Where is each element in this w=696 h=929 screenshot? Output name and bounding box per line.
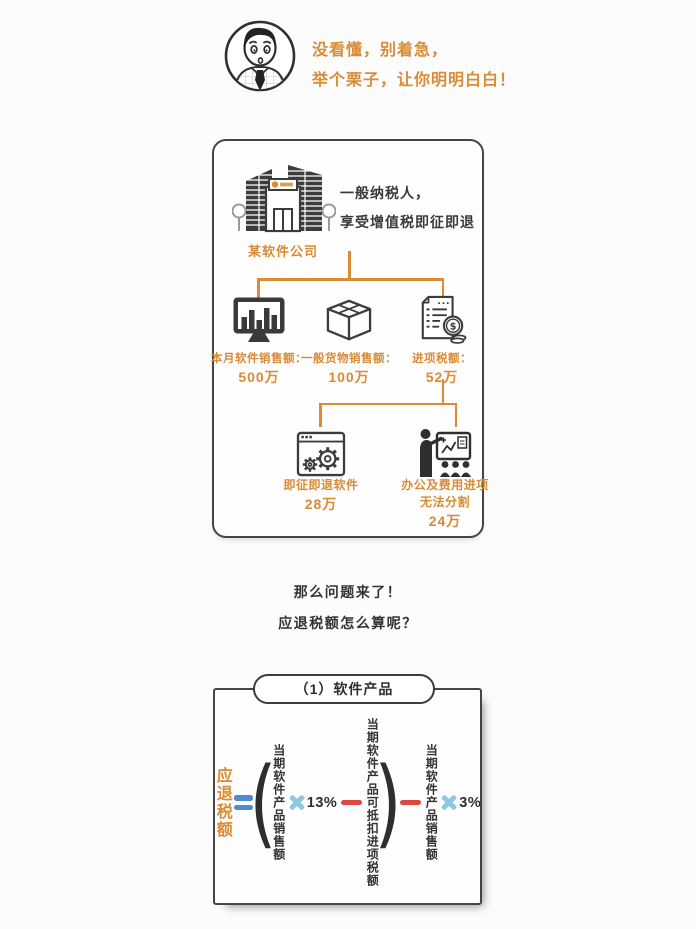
formula-result-label: 应退税额 xyxy=(213,766,231,839)
branch-label: 一般货物销售额： xyxy=(301,353,397,365)
software-window-gears-icon xyxy=(251,429,391,477)
cartoon-man-avatar xyxy=(224,20,296,92)
branch-value: 500万 xyxy=(238,369,280,385)
minus-sign xyxy=(341,799,363,806)
intro-line-2: 享受增值税即征即退 xyxy=(340,214,475,230)
speech-line-2: 举个栗子，让你明明白白！ xyxy=(312,72,517,89)
intro-speech-text: 没看懂，别着急， 举个栗子，让你明明白白！ xyxy=(312,36,516,96)
presenter-whiteboard-icon xyxy=(370,429,520,477)
sub-branch-label-line-2: 无法分割 xyxy=(419,495,470,509)
close-parenthesis: ) xyxy=(374,746,402,859)
equals-sign xyxy=(233,795,253,810)
branch-input-vat: $ 进项税额： 52万 xyxy=(382,295,502,386)
svg-text:$: $ xyxy=(450,322,457,333)
branch-label: 进项税额： xyxy=(412,353,472,365)
formula-term-2: 当期软件产品可抵扣进项税额 xyxy=(365,718,380,887)
question-line-1: 那么问题来了！ xyxy=(293,584,403,600)
formula-term-3: 当期软件产品销售额 xyxy=(424,744,439,861)
connector-sub-vertical xyxy=(441,379,444,405)
connector-sub-drop-left xyxy=(319,402,322,427)
cartoon-man-avatar-icon xyxy=(224,20,296,92)
formula-box: （1）软件产品 应退税额 ( 当期软件产品销售额 13% 当期软件产品可抵扣进项… xyxy=(213,674,482,905)
formula-term-1: 当期软件产品销售额 xyxy=(271,744,286,861)
monitor-bar-chart-icon xyxy=(199,296,319,344)
package-box-icon xyxy=(289,296,409,344)
sub-branch-refund-software: 即征即退软件 28万 xyxy=(251,429,391,513)
multiply-sign xyxy=(289,795,305,811)
example-flow-box: 某软件公司 一般纳税人， 享受增值税即征即退 xyxy=(211,139,488,538)
formula-rate-2: 3% xyxy=(459,794,482,811)
connector-drop-left xyxy=(257,278,260,301)
branch-general-goods: 一般货物销售额： 100万 xyxy=(289,296,409,386)
formula-box-title: （1）软件产品 xyxy=(253,674,435,704)
sub-branch-label-line-1: 办公及费用进项 xyxy=(401,478,489,492)
sub-branch-office-input: 办公及费用进项 无法分割 24万 xyxy=(370,429,520,530)
office-building-icon xyxy=(231,159,337,239)
minus-sign xyxy=(400,799,422,806)
open-parenthesis: ( xyxy=(249,746,277,859)
formula-rate-1: 13% xyxy=(306,794,338,811)
branch-label: 本月软件销售额： xyxy=(211,353,307,365)
multiply-sign xyxy=(441,795,457,811)
refund-formula: 应退税额 ( 当期软件产品销售额 13% 当期软件产品可抵扣进项税额 ) 当期软… xyxy=(214,702,481,903)
connector-sub-drop-right xyxy=(454,402,457,427)
speech-line-1: 没看懂，别着急， xyxy=(312,42,449,59)
branch-software-sales: 本月软件销售额： 500万 xyxy=(199,296,319,386)
question-text: 那么问题来了！ 应退税额怎么算呢？ xyxy=(0,577,696,639)
connector-drop-right xyxy=(441,278,444,301)
question-line-2: 应退税额怎么算呢？ xyxy=(278,615,418,631)
invoice-coins-icon: $ xyxy=(382,295,502,344)
connector-horizontal-2 xyxy=(319,402,457,405)
sub-branch-value: 28万 xyxy=(304,496,338,512)
intro-line-1: 一般纳税人， xyxy=(340,185,430,201)
company-label: 某软件公司 xyxy=(247,244,318,259)
branch-value: 52万 xyxy=(425,369,459,385)
connector-main-vertical xyxy=(348,251,351,279)
sub-branch-value: 24万 xyxy=(428,513,462,529)
sub-branch-label: 即征即退软件 xyxy=(283,478,359,492)
connector-horizontal-1 xyxy=(257,278,444,281)
branch-value: 100万 xyxy=(328,369,370,385)
taxpayer-intro-text: 一般纳税人， 享受增值税即征即退 xyxy=(340,179,475,237)
